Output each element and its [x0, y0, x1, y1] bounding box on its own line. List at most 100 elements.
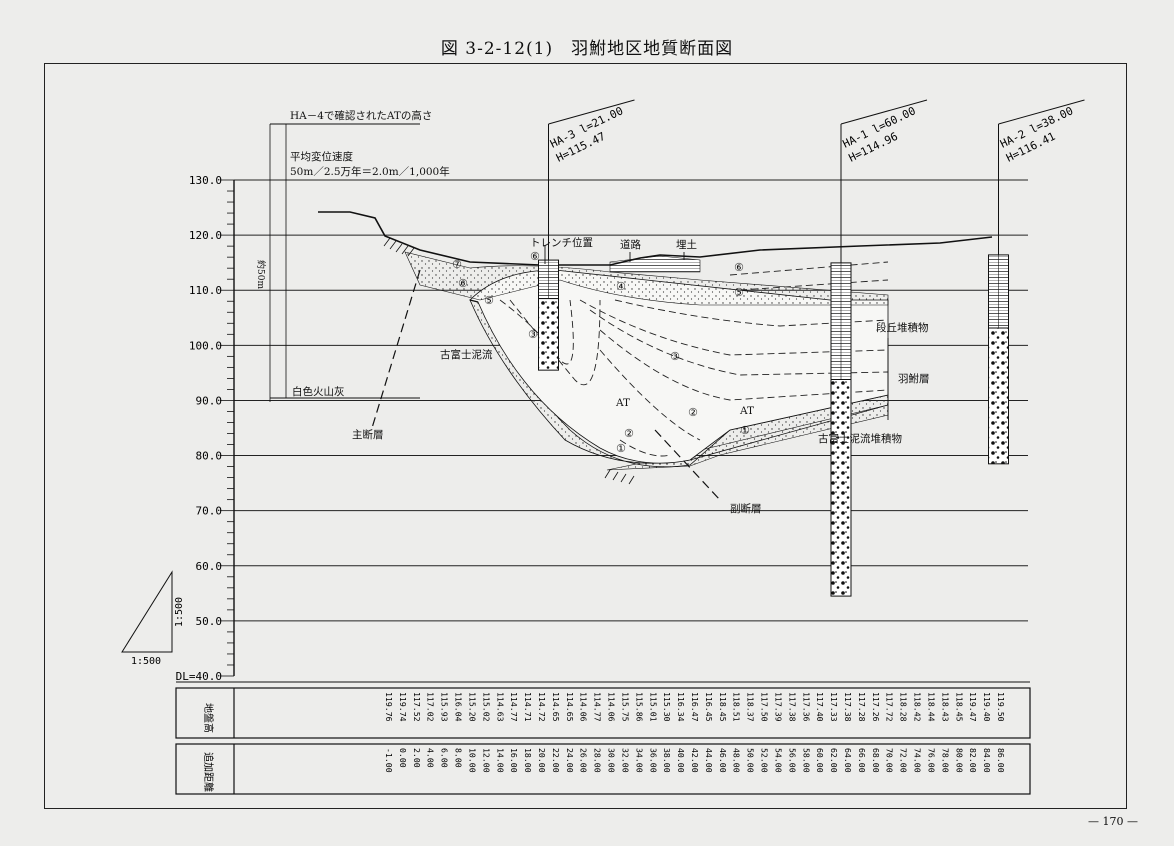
ground-elevation-cell: 119.76: [384, 692, 394, 722]
unit-5-marker-left: ⑤: [484, 294, 494, 307]
distance-cell: 62.00: [829, 748, 839, 773]
distance-cell: 54.00: [773, 748, 783, 773]
distance-cell: 58.00: [801, 748, 811, 773]
ground-elevation-cell: 115.93: [440, 692, 450, 722]
ground-elevation-cell: 116.45: [704, 692, 714, 722]
ha4-note: HA－4で確認されたATの高さ: [290, 109, 432, 122]
distance-cell: 86.00: [996, 748, 1006, 773]
distance-cell: 24.00: [565, 748, 575, 773]
ground-elevation-cell: 114.65: [551, 692, 561, 722]
main-fault-line: [371, 269, 421, 429]
distance-cell: 76.00: [926, 748, 936, 773]
distance-cell: 44.00: [704, 748, 714, 773]
elevation-tick-label: 80.0: [196, 450, 223, 463]
horizontal-scale-label: 1:500: [131, 656, 161, 667]
distance-cell: 60.00: [815, 748, 825, 773]
distance-cell: 52.00: [760, 748, 770, 773]
distance-cell: 0.00: [398, 748, 408, 768]
ground-elevation-cell: 117.36: [801, 692, 811, 722]
distance-cell: 10.00: [467, 748, 477, 773]
ground-elevation-cell: 118.51: [732, 692, 742, 722]
ground-elevation-cell: 118.45: [718, 692, 728, 722]
distance-cell: 74.00: [913, 748, 923, 773]
distance-cell: 4.00: [426, 748, 436, 768]
distance-cell: 16.00: [509, 748, 519, 773]
distance-cell: 14.00: [495, 748, 505, 773]
fill-label: 埋土: [676, 238, 697, 251]
unit-6-marker-right: ⑥: [734, 261, 744, 274]
distance-cell: 68.00: [871, 748, 881, 773]
distance-cell: 70.00: [885, 748, 895, 773]
distance-cell: 34.00: [634, 748, 644, 773]
elevation-tick-label: 130.0: [189, 174, 222, 187]
distance-cell: 40.00: [676, 748, 686, 773]
unit-2-marker-left: ②: [624, 427, 634, 440]
ground-elevation-cell: 114.72: [537, 692, 547, 722]
ground-elevation-cell: 119.40: [982, 692, 992, 722]
unit-2-marker-right: ②: [688, 406, 698, 419]
distance-cell: 48.00: [732, 748, 742, 773]
distance-cell: 84.00: [982, 748, 992, 773]
ground-elevation-cell: 115.02: [481, 692, 491, 722]
distance-cell: 18.00: [523, 748, 533, 773]
offset-label: 約50m: [255, 260, 267, 289]
ground-elevation-cell: 117.52: [412, 692, 422, 722]
ground-elevation-cell: 117.38: [843, 692, 853, 722]
sub-fault-label: 副断層: [730, 502, 762, 515]
distance-row-header: 追加距離: [202, 752, 215, 792]
distance-cell: 72.00: [899, 748, 909, 773]
datum-label: DL=40.0: [176, 670, 222, 683]
mudflow-left-label: 古富士泥流: [440, 348, 493, 361]
distance-cell: 82.00: [968, 748, 978, 773]
ground-elevation-cell: 118.43: [940, 692, 950, 722]
terrace-deposits: [404, 251, 889, 306]
ground-elevation-cell: 118.28: [899, 692, 909, 722]
ground-elevation-cell: 115.86: [634, 692, 644, 722]
distance-cell: 30.00: [607, 748, 617, 773]
ground-elevation-cell: 116.47: [690, 692, 700, 722]
ground-elevation-cell: 118.45: [954, 692, 964, 722]
unit-3-marker-left: ③: [528, 328, 538, 341]
ground-elevation-cell: 114.06: [579, 692, 589, 722]
ground-elevation-cell: 114.77: [593, 692, 603, 722]
distance-cell: 22.00: [551, 748, 561, 773]
terrace-label: 段丘堆積物: [876, 321, 929, 334]
distance-cell: 50.00: [746, 748, 756, 773]
ground-elevation-cell: 114.06: [607, 692, 617, 722]
ground-elevation-cell: 117.26: [871, 692, 881, 722]
ground-elevation-cell: 115.75: [620, 692, 630, 722]
elevation-tick-label: 110.0: [189, 284, 222, 297]
elevation-tick-label: 120.0: [189, 229, 222, 242]
ground-elevation-cell: 117.39: [773, 692, 783, 722]
ground-elevation-cell: 118.42: [913, 692, 923, 722]
distance-cell: 32.00: [620, 748, 630, 773]
distance-cell: 20.00: [537, 748, 547, 773]
distance-cell: 80.00: [954, 748, 964, 773]
unit-6-marker-left: ⑥: [458, 277, 468, 290]
distance-cell: 66.00: [857, 748, 867, 773]
distance-cell: 64.00: [843, 748, 853, 773]
ground-elevation-cell: 116.34: [676, 692, 686, 722]
ground-elevation-cell: 115.30: [662, 692, 672, 722]
elevation-row-header: 地盤高: [202, 703, 215, 733]
borehole-ha-2: HA-2 l=38.00H=116.41: [988, 99, 1085, 465]
elevation-tick-label: 100.0: [189, 339, 222, 352]
at-label-1: AT: [615, 397, 630, 409]
at-label-2: AT: [739, 405, 754, 417]
unit-1-marker-left: ①: [616, 442, 626, 455]
faults: [371, 269, 721, 501]
unit-6-marker-trench: ⑥: [530, 250, 540, 263]
distance-cell: 78.00: [940, 748, 950, 773]
page-number: — 170 —: [1088, 815, 1138, 828]
ground-elevation-cell: 119.47: [968, 692, 978, 722]
distance-cell: 26.00: [579, 748, 589, 773]
ground-elevation-cell: 117.38: [787, 692, 797, 722]
ground-elevation-cell: 114.65: [565, 692, 575, 722]
ground-elevation-cell: 115.01: [648, 692, 658, 722]
embankment-fill: [609, 255, 701, 273]
sub-fault-line: [654, 429, 721, 501]
ground-elevation-cell: 116.04: [454, 692, 464, 722]
distance-cell: 6.00: [440, 748, 450, 768]
